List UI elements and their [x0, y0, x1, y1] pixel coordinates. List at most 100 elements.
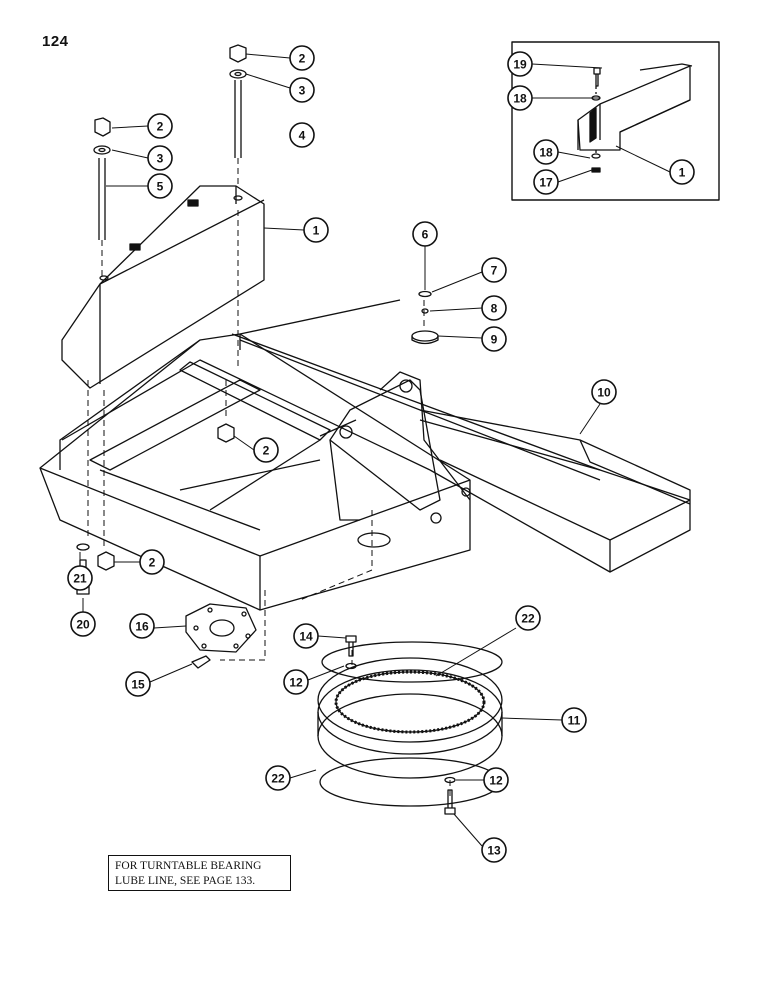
callout-label: 1 — [679, 166, 686, 180]
callout-label: 3 — [157, 152, 164, 166]
callout-12b: 12 — [483, 767, 509, 793]
callout-label: 2 — [263, 444, 270, 458]
callout-4: 4 — [289, 122, 315, 148]
callout-label: 2 — [157, 120, 164, 134]
callout-label: 13 — [487, 844, 501, 858]
callout-label: 7 — [491, 264, 498, 278]
callout-circle — [265, 765, 291, 791]
callout-circle — [507, 51, 533, 77]
callout-19: 19 — [507, 51, 533, 77]
callout-label: 2 — [149, 556, 156, 570]
callout-label: 20 — [76, 618, 90, 632]
callout-label: 22 — [271, 772, 285, 786]
callout-circle — [67, 565, 93, 591]
callout-circle — [289, 77, 315, 103]
callout-circle — [507, 85, 533, 111]
callout-7: 7 — [481, 257, 507, 283]
callout-circle — [533, 169, 559, 195]
callout-circle — [481, 837, 507, 863]
callout-14: 14 — [293, 623, 319, 649]
callout-circle — [283, 669, 309, 695]
callout-label: 12 — [289, 676, 303, 690]
bearing-bolts — [345, 635, 456, 815]
callout-label: 3 — [299, 84, 306, 98]
callout-15: 15 — [125, 671, 151, 697]
callout-circle — [483, 767, 509, 793]
page-number: 124 — [42, 33, 69, 50]
callout-circle — [129, 613, 155, 639]
callout-circle — [289, 45, 315, 71]
callout-2a: 2 — [289, 45, 315, 71]
callout-circle — [412, 221, 438, 247]
callout-13: 13 — [481, 837, 507, 863]
callout-label: 18 — [539, 146, 553, 160]
callout-circle — [561, 707, 587, 733]
callout-circle — [147, 173, 173, 199]
callout-circle — [147, 145, 173, 171]
note-line-1: FOR TURNTABLE BEARING — [115, 860, 262, 872]
callout-8: 8 — [481, 295, 507, 321]
callout-1b: 1 — [669, 159, 695, 185]
callout-label: 21 — [73, 572, 87, 586]
callout-10: 10 — [591, 379, 617, 405]
callout-label: 6 — [422, 228, 429, 242]
callout-label: 1 — [313, 224, 320, 238]
callout-label: 15 — [131, 678, 145, 692]
callout-circle — [70, 611, 96, 637]
callout-label: 4 — [299, 129, 306, 143]
callout-2d: 2 — [139, 549, 165, 575]
callout-label: 11 — [568, 714, 581, 728]
turntable-frame — [39, 299, 691, 611]
callout-label: 10 — [597, 386, 611, 400]
callout-circle — [147, 113, 173, 139]
note-box: FOR TURNTABLE BEARING LUBE LINE, SEE PAG… — [108, 855, 291, 891]
callout-circle — [533, 139, 559, 165]
callout-1a: 1 — [303, 217, 329, 243]
callout-label: 8 — [491, 302, 498, 316]
callout-label: 17 — [539, 176, 553, 190]
inset-detail — [511, 41, 720, 201]
callout-label: 19 — [513, 58, 527, 72]
callout-circle — [481, 326, 507, 352]
callout-label: 9 — [491, 333, 498, 347]
callout-9: 9 — [481, 326, 507, 352]
callout-3b: 3 — [147, 145, 173, 171]
callout-circle — [303, 217, 329, 243]
callout-circle — [289, 122, 315, 148]
callout-21: 21 — [67, 565, 93, 591]
turntable-bearing — [317, 641, 503, 807]
callout-circle — [139, 549, 165, 575]
callout-circle — [481, 257, 507, 283]
callout-12a: 12 — [283, 669, 309, 695]
callout-label: 18 — [513, 92, 527, 106]
callout-circle — [591, 379, 617, 405]
callout-circle — [515, 605, 541, 631]
callout-circle — [125, 671, 151, 697]
callout-18a: 18 — [507, 85, 533, 111]
callout-11: 11 — [561, 707, 587, 733]
callout-2b: 2 — [147, 113, 173, 139]
callout-label: 2 — [299, 52, 306, 66]
callout-22b: 22 — [265, 765, 291, 791]
callout-5: 5 — [147, 173, 173, 199]
cover-part-1 — [61, 185, 265, 389]
callout-label: 14 — [299, 630, 313, 644]
callout-6: 6 — [412, 221, 438, 247]
callout-3a: 3 — [289, 77, 315, 103]
plate-part-16 — [185, 603, 257, 669]
callout-circle — [293, 623, 319, 649]
small-parts-6-9 — [411, 290, 439, 345]
callout-16: 16 — [129, 613, 155, 639]
callout-circle — [253, 437, 279, 463]
callout-22a: 22 — [515, 605, 541, 631]
callout-circle — [669, 159, 695, 185]
note-line-2: LUBE LINE, SEE PAGE 133. — [115, 875, 256, 887]
callout-17: 17 — [533, 169, 559, 195]
callout-circle — [481, 295, 507, 321]
callout-20: 20 — [70, 611, 96, 637]
studs-and-nuts — [76, 44, 247, 595]
callout-label: 5 — [157, 180, 164, 194]
callout-label: 12 — [489, 774, 503, 788]
